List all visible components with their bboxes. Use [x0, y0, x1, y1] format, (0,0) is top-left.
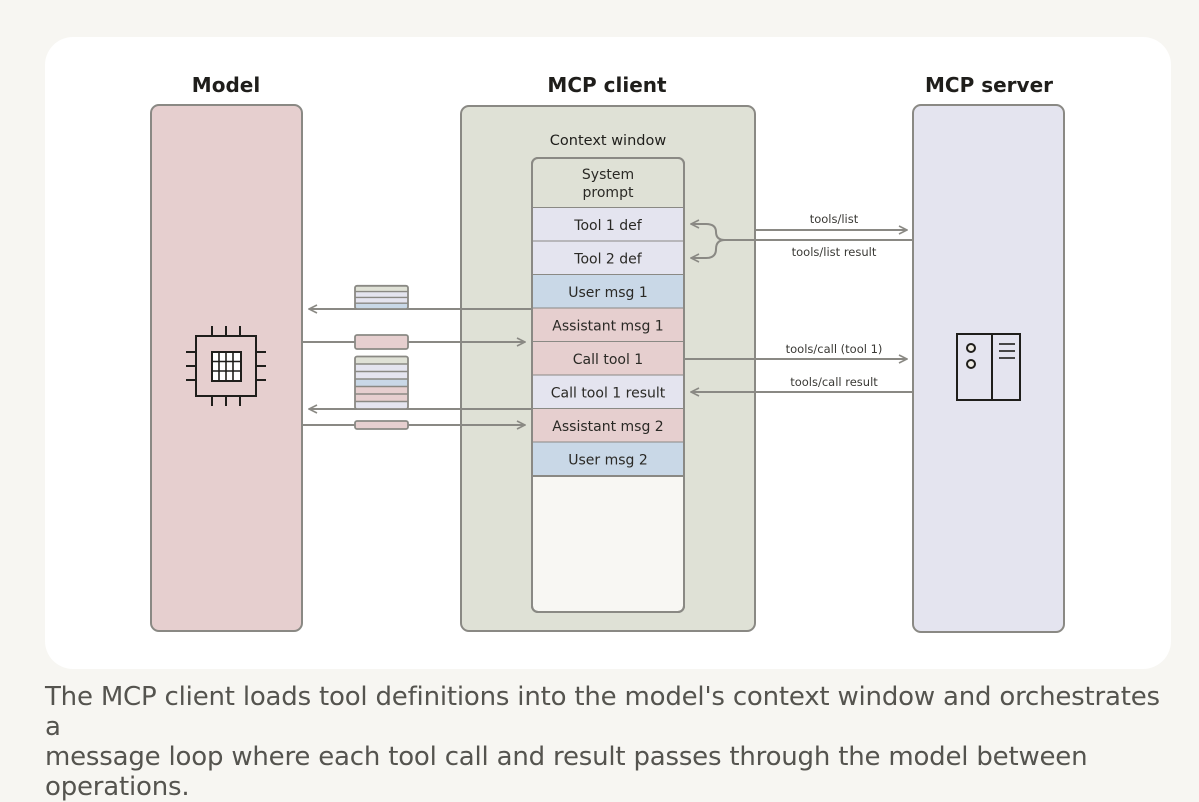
mcp-diagram: Model MCP client MCP server Context wind…	[150, 73, 1065, 633]
context-row-label: User msg 1	[568, 285, 648, 301]
context-row-assistant: Assistant msg 2	[532, 409, 684, 444]
context-row-user: User msg 2	[532, 442, 684, 477]
payload-slice	[354, 420, 409, 430]
cpu-chip-icon	[186, 326, 266, 406]
context-row-label: prompt	[583, 185, 634, 201]
tools-list-label: tools/list	[810, 212, 859, 226]
context-row-label: Assistant msg 1	[552, 318, 663, 334]
context-row-label: Assistant msg 2	[552, 419, 663, 435]
payload-slice	[355, 379, 408, 387]
server-icon	[956, 333, 1021, 401]
mcp-server-title: MCP server	[925, 73, 1053, 97]
payload-slice	[355, 303, 408, 309]
context-row-assistant: Assistant msg 1	[532, 308, 684, 343]
payload-slice	[355, 291, 408, 298]
context-row-assistant: Call tool 1	[532, 342, 684, 377]
context-row-label: Tool 2 def	[573, 251, 643, 267]
payload-slice	[354, 334, 409, 350]
payload-slice	[355, 364, 408, 372]
payload-stacks	[354, 284, 409, 430]
context-row-tool-def: Tool 1 def	[532, 208, 684, 243]
tools-call-label: tools/call (tool 1)	[786, 342, 883, 356]
caption-line-2: message loop where each tool call and re…	[45, 742, 1088, 802]
payload-slice	[355, 394, 408, 402]
payload-slice	[355, 401, 408, 409]
payload-stack-2	[354, 334, 409, 350]
caption-line-1: The MCP client loads tool definitions in…	[45, 682, 1160, 742]
payload-stack-3	[354, 355, 409, 410]
context-row-label: System	[582, 167, 634, 183]
context-row-label: Call tool 1	[573, 352, 643, 368]
mcp-client-title: MCP client	[547, 73, 667, 97]
context-row-tool-result: Call tool 1 result	[532, 375, 684, 410]
tools-call-result-label: tools/call result	[790, 375, 878, 389]
payload-stack-1	[354, 284, 409, 310]
payload-stack-4	[354, 420, 409, 430]
context-row-user: User msg 1	[532, 275, 684, 310]
context-row-label: User msg 2	[568, 452, 648, 468]
payload-slice	[355, 285, 408, 292]
context-row-tool-def: Tool 2 def	[532, 241, 684, 276]
context-window-label: Context window	[550, 133, 667, 149]
payload-slice	[355, 386, 408, 394]
payload-slice	[355, 297, 408, 304]
payload-slice	[355, 356, 408, 364]
tool1-def-branch-arrow	[691, 224, 726, 241]
tool2-def-branch-arrow	[691, 239, 726, 258]
context-row-label: Tool 1 def	[573, 218, 643, 234]
figure-caption: The MCP client loads tool definitions in…	[45, 682, 1175, 802]
context-row-system: System prompt	[532, 158, 684, 209]
tools-list-result-label: tools/list result	[792, 245, 877, 259]
payload-slice	[355, 371, 408, 379]
message-arrows	[302, 224, 913, 425]
model-title: Model	[192, 73, 260, 97]
context-row-label: Call tool 1 result	[551, 385, 666, 401]
